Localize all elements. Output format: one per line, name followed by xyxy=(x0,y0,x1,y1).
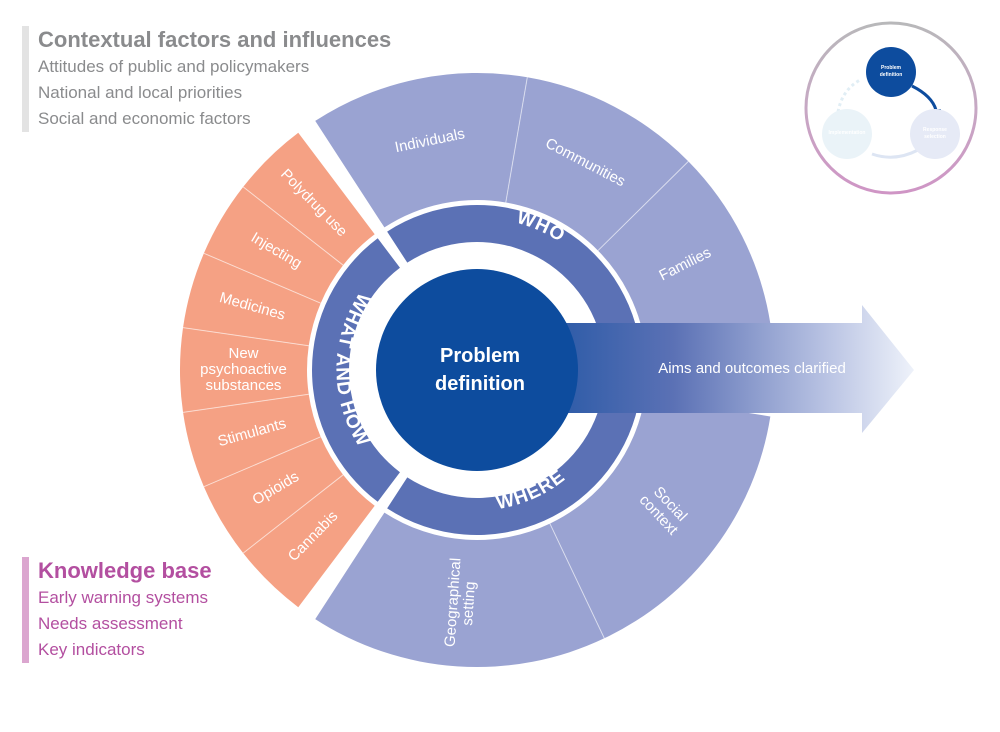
segment-medicines xyxy=(183,253,321,346)
cycle-node-label-line: Implementation xyxy=(829,130,866,136)
arrow-label: Aims and outcomes clarified xyxy=(658,360,846,377)
cycle-outer-ring xyxy=(804,21,978,195)
segment-divider xyxy=(203,252,321,304)
ring-who xyxy=(387,205,640,350)
segment-divider xyxy=(505,77,528,203)
knowledge-legend-item: Needs assessment xyxy=(38,614,183,633)
knowledge-base-legend: Knowledge base Early warning systems Nee… xyxy=(22,557,212,663)
segment-label-line: psychoactive xyxy=(200,361,287,378)
segment-divider xyxy=(182,327,309,347)
segment-families xyxy=(597,161,771,344)
knowledge-legend-bar xyxy=(22,557,29,663)
cycle-node-implementation xyxy=(822,109,872,159)
segment-opioids xyxy=(203,436,344,554)
segment-label-line: substances xyxy=(206,377,282,394)
cycle-node-problem-definition xyxy=(866,47,916,97)
segment-new-psychoactive-substances xyxy=(179,327,309,413)
cycle-node-label-line: Problem xyxy=(881,65,902,71)
cycle-arrow-response-to-impl xyxy=(871,148,919,159)
center-circle xyxy=(376,269,578,471)
segment-geographical-setting xyxy=(315,512,605,667)
contextual-legend-item: Attitudes of public and policymakers xyxy=(38,57,310,76)
segment-social-context xyxy=(549,396,771,639)
knowledge-legend-title: Knowledge base xyxy=(38,558,212,583)
cycle-arrow-impl-to-problem xyxy=(836,78,861,113)
segment-label-line: setting xyxy=(459,581,479,626)
knowledge-legend-item: Early warning systems xyxy=(38,588,209,607)
cycle-node-label: Implementation xyxy=(829,130,866,136)
segment-divider xyxy=(549,523,605,639)
segment-divider xyxy=(242,186,344,266)
aims-arrow: Aims and outcomes clarified xyxy=(477,305,914,433)
segment-individuals xyxy=(315,73,528,228)
contextual-factors-legend: Contextual factors and influences Attitu… xyxy=(22,26,391,132)
cycle-node-response-selection xyxy=(910,109,960,159)
ring-where xyxy=(387,390,640,535)
segment-label: Geographicalsetting xyxy=(442,557,481,648)
cycle-arrow-active xyxy=(911,84,938,111)
segment-divider xyxy=(203,436,321,488)
contextual-legend-item: Social and economic factors xyxy=(38,109,251,128)
center-label-line1: Problem xyxy=(440,345,520,367)
ring-what-and-how xyxy=(311,238,400,502)
segment-divider xyxy=(597,161,689,251)
arrow-shape xyxy=(477,305,914,433)
contextual-legend-item: National and local priorities xyxy=(38,83,243,102)
segment-polydrug-use xyxy=(243,132,375,266)
segment-stimulants xyxy=(183,394,321,487)
segment-label-line: New xyxy=(228,345,258,362)
cycle-node-label-line: selection xyxy=(924,134,946,140)
contextual-legend-bar xyxy=(22,26,29,132)
segment-divider xyxy=(182,393,309,413)
segment-communities xyxy=(505,77,689,251)
segment-injecting xyxy=(203,186,344,304)
cycle-node-label-line: definition xyxy=(880,72,903,78)
segment-divider xyxy=(242,474,344,554)
segment-cannabis xyxy=(243,474,375,608)
center-label-line2: definition xyxy=(435,373,525,395)
segment-label-line: Geographical xyxy=(442,557,465,647)
center-circle-group: Problem definition xyxy=(376,269,578,471)
knowledge-legend-item: Key indicators xyxy=(38,640,145,659)
cycle-node-label-line: Response xyxy=(923,127,947,133)
contextual-legend-title: Contextual factors and influences xyxy=(38,27,392,52)
